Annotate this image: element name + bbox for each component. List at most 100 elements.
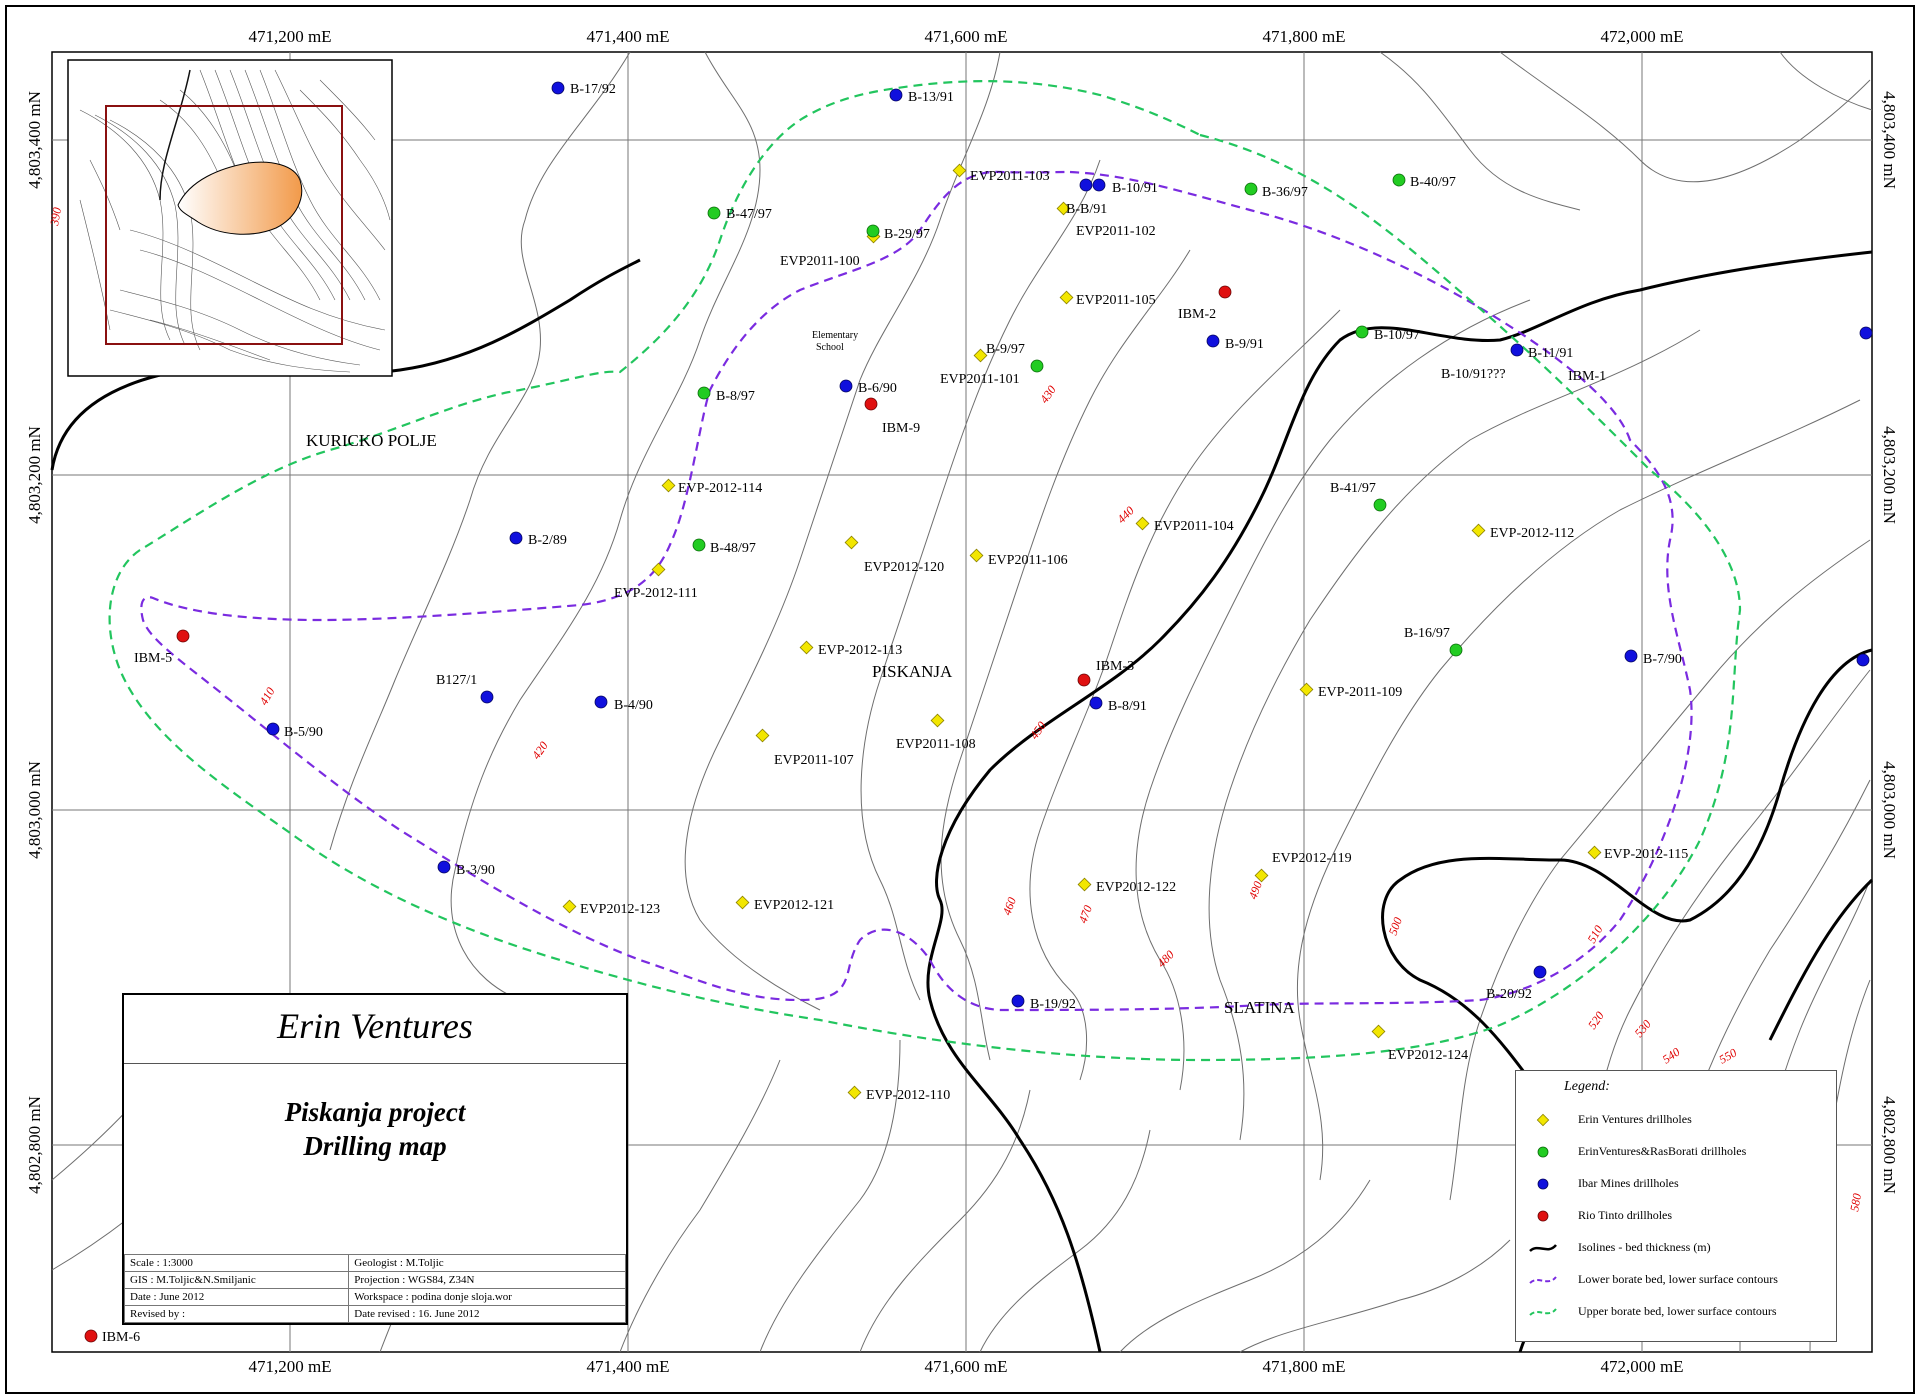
- hole-b-9-91: [1206, 334, 1220, 348]
- hole-evp2012-123: [562, 899, 577, 914]
- label-evp2011-105: EVP2011-105: [1076, 293, 1156, 308]
- revised-by-cell: Revised by :: [123, 1305, 350, 1323]
- hole-b-40-97: [1392, 173, 1406, 187]
- company-name: Erin Ventures: [277, 1006, 473, 1046]
- legend-item-erin: Erin Ventures drillholes: [1516, 1107, 1836, 1133]
- hole-b-10-97: [1355, 325, 1369, 339]
- hole-b-36-97: [1244, 182, 1258, 196]
- legend-label-isolines: Isolines - bed thickness (m): [1578, 1240, 1711, 1254]
- hole-b-7-90: [1624, 649, 1638, 663]
- legend-item-isolines: Isolines - bed thickness (m): [1516, 1235, 1836, 1261]
- easting-bottom-4: 471,800 mE: [1262, 1357, 1345, 1376]
- contour-label-490: 490: [1246, 879, 1265, 901]
- label-evp-2012-111: EVP-2012-111: [614, 586, 698, 601]
- hole-evp2011-105: [1059, 290, 1074, 305]
- label-b-17-92: B-17/92: [570, 82, 616, 97]
- hole-b-10-91a: [1079, 178, 1093, 192]
- hole-evp2012-121: [735, 895, 750, 910]
- hole-b-8-91: [1089, 696, 1103, 710]
- hole-evp2011-107: [755, 728, 770, 743]
- green-circle-icon: [1537, 1146, 1549, 1158]
- label-ibm-3: IBM-3: [1096, 659, 1134, 674]
- hole-b-5-90: [266, 722, 280, 736]
- legend-title: Legend:: [1564, 1079, 1610, 1094]
- northing-right-1: 4,803,400 mN: [1880, 91, 1899, 189]
- yellow-diamond-icon: [1536, 1113, 1550, 1127]
- hole-evp2012-122: [1077, 877, 1092, 892]
- hole-b-19-92: [1011, 994, 1025, 1008]
- label-b-8-97: B-8/97: [716, 389, 755, 404]
- label-b-5-90: B-5/90: [284, 725, 323, 740]
- hole-ibm-9: [864, 397, 878, 411]
- hole-evp2012-124: [1371, 1024, 1386, 1039]
- title-block: Erin Ventures Piskanja project Drilling …: [122, 993, 628, 1325]
- contour-lines: [51, 51, 1873, 1353]
- label-evp2011-100: EVP2011-100: [780, 254, 860, 269]
- hole-evp2011-108: [930, 713, 945, 728]
- place-elementary: Elementary: [812, 330, 858, 341]
- label-evp2011-104: EVP2011-104: [1154, 519, 1234, 534]
- label-evp2012-122: EVP2012-122: [1096, 880, 1176, 895]
- legend-item-lower-bed: Lower borate bed, lower surface contours: [1516, 1267, 1836, 1293]
- easting-bottom-5: 472,000 mE: [1600, 1357, 1683, 1376]
- label-b-6-90: B-6/90: [858, 381, 897, 396]
- label-evp2011-103: EVP2011-103: [970, 169, 1050, 184]
- black-line-icon: [1529, 1244, 1557, 1253]
- hole-b127-1: [480, 690, 494, 704]
- hole-b-48-97: [692, 538, 706, 552]
- label-b-36-97: B-36/97: [1262, 185, 1308, 200]
- label-b-10-91-query: B-10/91???: [1441, 367, 1506, 382]
- place-slatina: SLATINA: [1224, 998, 1296, 1017]
- contour-label-580: 580: [1847, 1192, 1864, 1212]
- label-ibm-1: IBM-1: [1568, 369, 1606, 384]
- easting-top-1: 471,200 mE: [248, 27, 331, 46]
- easting-bottom-1: 471,200 mE: [248, 1357, 331, 1376]
- label-b-11-91: B-11/91: [1528, 346, 1573, 361]
- label-evp-2012-114: EVP-2012-114: [678, 481, 762, 496]
- label-evp2012-124: EVP2012-124: [1388, 1048, 1468, 1063]
- label-evp-2011-109: EVP-2011-109: [1318, 685, 1402, 700]
- label-ibm-5: IBM-5: [134, 651, 172, 666]
- hole-evp2011-103: [952, 163, 967, 178]
- hole-evp-2012-115: [1587, 845, 1602, 860]
- label-evp-2012-110: EVP-2012-110: [866, 1088, 950, 1103]
- label-b-9-97: B-9/97: [986, 342, 1025, 357]
- inset-map: [67, 59, 393, 377]
- project-title-line1: Piskanja project: [284, 1097, 466, 1127]
- northing-left-2: 4,803,200 mN: [25, 426, 44, 524]
- red-circle-icon: [1537, 1210, 1549, 1222]
- gis-cell: GIS : M.Toljic&N.Smiljanic: [123, 1271, 350, 1289]
- hole-evp-2012-113: [799, 640, 814, 655]
- legend-item-rio: Rio Tinto drillholes: [1516, 1203, 1836, 1229]
- legend-label-lower-bed: Lower borate bed, lower surface contours: [1578, 1272, 1778, 1286]
- easting-top-5: 472,000 mE: [1600, 27, 1683, 46]
- label-ibm-9: IBM-9: [882, 421, 920, 436]
- project-title-line2: Drilling map: [303, 1131, 447, 1161]
- label-b-19-92: B-19/92: [1030, 997, 1076, 1012]
- date-revised-cell: Date revised : 16. June 2012: [348, 1305, 626, 1323]
- contour-label-460: 460: [1000, 895, 1019, 917]
- label-evp-2012-115: EVP-2012-115: [1604, 847, 1688, 862]
- purple-dashed-line-icon: [1529, 1276, 1557, 1284]
- easting-top-4: 471,800 mE: [1262, 27, 1345, 46]
- northing-left-1: 4,803,400 mN: [25, 91, 44, 189]
- easting-top-2: 471,400 mE: [586, 27, 669, 46]
- date-cell: Date : June 2012: [123, 1288, 350, 1306]
- hole-evp-2011-109: [1299, 682, 1314, 697]
- hole-b-29-97: [866, 224, 880, 238]
- place-kuricko-polje: KURICKO POLJE: [306, 431, 437, 450]
- northing-left-3: 4,803,000 mN: [25, 761, 44, 859]
- legend: Legend: Erin Ventures drillholes ErinVen…: [1515, 1070, 1837, 1342]
- legend-label-upper-bed: Upper borate bed, lower surface contours: [1578, 1304, 1777, 1318]
- label-b-b-91: B-B/91: [1066, 202, 1107, 217]
- hole-ibm-3: [1077, 673, 1091, 687]
- title-info-table: Scale : 1:3000 Geologist : M.Toljic GIS …: [123, 1254, 626, 1323]
- label-b-4-90: B-4/90: [614, 698, 653, 713]
- hole-b-11-91: [1510, 343, 1524, 357]
- hole-b-2-89: [509, 531, 523, 545]
- hole-b-3-90: [437, 860, 451, 874]
- label-evp2012-119: EVP2012-119: [1272, 851, 1352, 866]
- hole-b-13-91: [889, 88, 903, 102]
- hole-evp-2012-114: [661, 478, 676, 493]
- contour-label-500: 500: [1386, 915, 1405, 937]
